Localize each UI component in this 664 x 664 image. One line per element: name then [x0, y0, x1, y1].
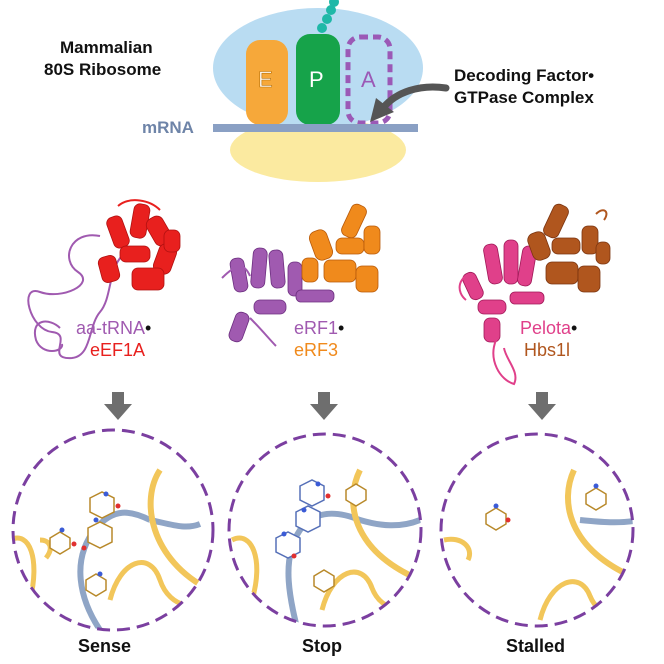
ribosome-title-line2: 80S Ribosome	[44, 60, 162, 79]
a-site-label: A	[361, 67, 376, 92]
complex-1-label-line1: aa-tRNA•	[76, 318, 151, 339]
ribosome-title-line1: Mammalian	[60, 38, 153, 57]
curved-arrowhead-icon	[370, 98, 394, 122]
p-site-label: P	[309, 67, 324, 92]
e-site-label: E	[258, 67, 273, 93]
decoding-center-stop	[227, 432, 423, 628]
complex-2-component-a: eRF1	[294, 318, 339, 338]
mrna-label: mRNA	[142, 118, 194, 137]
complex-3-dot: •	[571, 318, 578, 338]
complex-structure-1	[27, 199, 181, 360]
factor-label-line2: GTPase Complex	[454, 88, 594, 107]
complex-2-component-b: eRF3	[294, 340, 339, 360]
complex-1-dot: •	[145, 318, 152, 338]
complex-structure-2	[221, 203, 381, 347]
complex-3-component-a: Pelota	[520, 318, 572, 338]
state-label-stop: Stop	[302, 636, 342, 656]
down-arrow-icon	[104, 392, 132, 420]
mrna-strand	[213, 124, 418, 132]
complex-1-component-b: eEF1A	[90, 340, 146, 360]
complex-2-dot: •	[338, 318, 345, 338]
down-arrow-icon	[310, 392, 338, 420]
complex-structure-3	[458, 203, 611, 386]
small-subunit	[230, 118, 406, 182]
state-label-stalled: Stalled	[506, 636, 566, 656]
nascent-peptide	[317, 0, 339, 33]
complex-3-label-line1: Pelota•	[520, 318, 577, 339]
factor-label-line1: Decoding Factor•	[454, 66, 595, 85]
a-site	[345, 34, 393, 126]
decoding-center-stalled	[439, 432, 635, 628]
e-site	[246, 40, 288, 125]
decoding-center-sense	[11, 428, 215, 632]
complex-2-label-line1: eRF1•	[294, 318, 344, 339]
down-arrow-icon	[528, 392, 556, 420]
complex-1-component-a: aa-tRNA	[76, 318, 146, 338]
curved-arrow-icon	[379, 83, 450, 112]
p-site	[296, 34, 340, 125]
state-label-sense: Sense	[78, 636, 132, 656]
complex-3-component-b: Hbs1l	[524, 340, 571, 360]
